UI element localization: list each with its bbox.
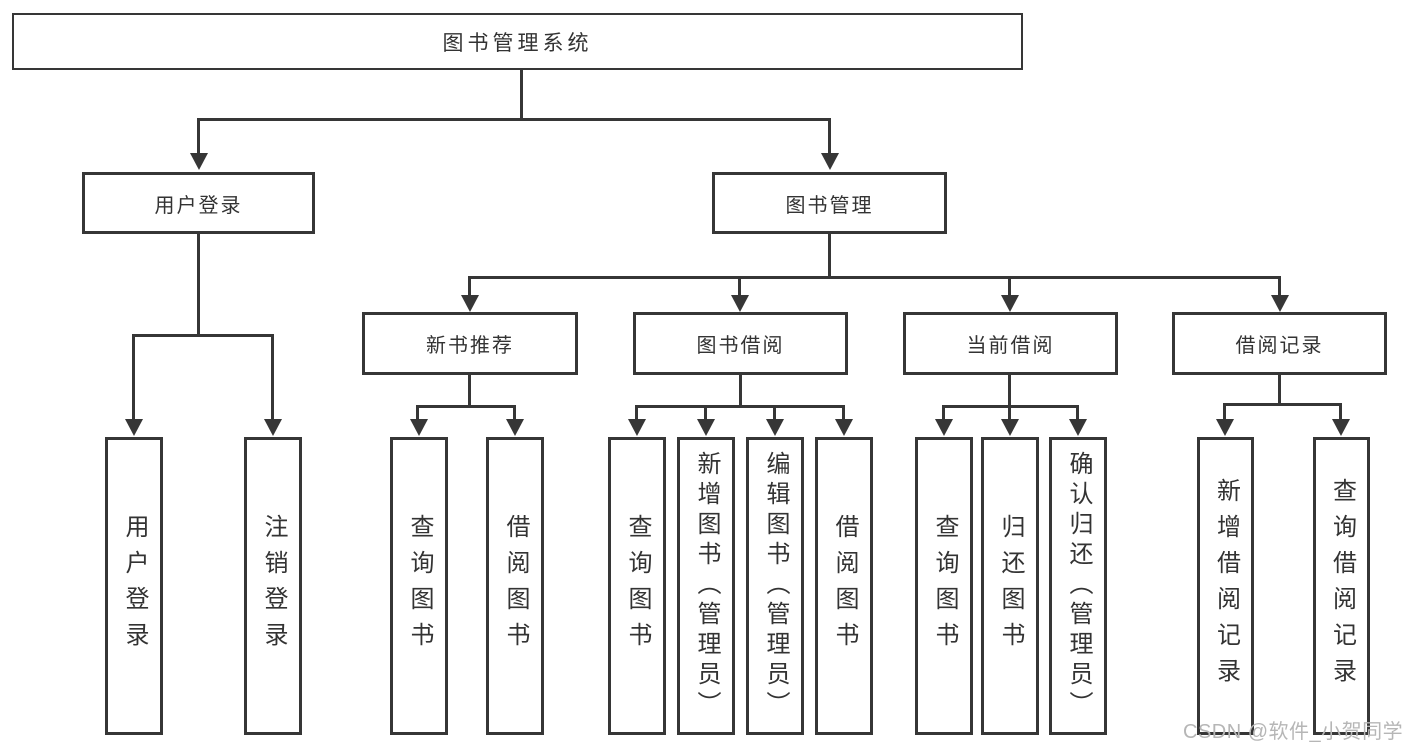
leaf-records-query-record: 查询借阅记录 [1313,437,1370,735]
arrow-down-icon [125,419,143,436]
connector-line [1076,405,1079,421]
node-user-login-label: 用户登录 [154,194,243,217]
connector-line [1278,276,1281,298]
leaf-borrowing-borrow-books-label: 借阅图书 [831,514,858,658]
connector-line [416,405,419,421]
connector-line [773,405,776,421]
connector-line [271,334,274,421]
arrow-down-icon [1069,419,1087,436]
connector-line [739,375,742,407]
connector-line [416,405,516,408]
connector-line [132,334,135,421]
connector-line [513,405,516,421]
node-borrowing-records-label: 借阅记录 [1235,335,1324,357]
node-new-book-recommendation-label: 新书推荐 [426,335,514,357]
leaf-borrowing-query-books-label: 查询图书 [624,514,651,658]
leaf-recommend-borrow-books-label: 借阅图书 [502,514,529,658]
leaf-borrowing-borrow-books: 借阅图书 [815,437,873,735]
connector-line [842,405,845,421]
leaf-records-query-record-label: 查询借阅记录 [1328,478,1356,694]
node-book-borrowing-label: 图书借阅 [696,335,785,357]
connector-line [1278,375,1281,405]
arrow-down-icon [628,419,646,436]
leaf-borrowing-add-books-admin: 新增图书（管理员） [677,437,735,735]
arrow-down-icon [1216,419,1234,436]
connector-line [704,405,707,421]
leaf-current-return-books-label: 归还图书 [997,514,1024,658]
node-root-label: 图书管理系统 [442,31,593,55]
leaf-borrowing-edit-books-admin-label: 编辑图书（管理员） [762,451,789,721]
connector-line [942,405,945,421]
connector-line [635,405,638,421]
connector-line [828,118,831,155]
arrow-down-icon [461,295,479,312]
arrow-down-icon [731,295,749,312]
leaf-current-return-books: 归还图书 [981,437,1039,735]
connector-line [1008,276,1011,298]
arrow-down-icon [1001,295,1019,312]
leaf-records-add-record-label: 新增借阅记录 [1212,478,1240,694]
leaf-current-query-books-label: 查询图书 [931,514,958,658]
arrow-down-icon [1271,295,1289,312]
connector-line [197,118,831,121]
node-current-borrowing-label: 当前借阅 [966,335,1055,357]
arrow-down-icon [1001,419,1019,436]
connector-line [468,276,1281,279]
leaf-recommend-borrow-books: 借阅图书 [486,437,544,735]
connector-line [1223,403,1226,421]
leaf-user-login-label: 用户登录 [121,514,148,658]
connector-line [1223,403,1342,406]
arrow-down-icon [410,419,428,436]
leaf-logout-label: 注销登录 [260,514,287,658]
leaf-current-query-books: 查询图书 [915,437,973,735]
leaf-records-add-record: 新增借阅记录 [1197,437,1254,735]
node-user-login: 用户登录 [82,172,315,234]
node-book-management: 图书管理 [712,172,947,234]
arrow-down-icon [264,419,282,436]
leaf-user-login: 用户登录 [105,437,163,735]
arrow-down-icon [697,419,715,436]
leaf-borrowing-edit-books-admin: 编辑图书（管理员） [746,437,804,735]
node-new-book-recommendation: 新书推荐 [362,312,578,375]
watermark-text: CSDN @软件_小贺同学 [1183,721,1404,743]
connector-line [738,276,741,298]
connector-line [1008,405,1011,421]
connector-line [1339,403,1342,421]
node-book-management-label: 图书管理 [785,194,874,217]
connector-line [828,234,831,278]
arrow-down-icon [935,419,953,436]
leaf-borrowing-query-books: 查询图书 [608,437,666,735]
connector-line [468,276,471,298]
leaf-recommend-query-books-label: 查询图书 [406,514,433,658]
connector-line [1008,375,1011,407]
connector-line [635,405,845,408]
leaf-current-confirm-return-admin-label: 确认归还（管理员） [1065,451,1092,721]
node-borrowing-records: 借阅记录 [1172,312,1387,375]
leaf-recommend-query-books: 查询图书 [390,437,448,735]
connector-line [132,334,274,337]
arrow-down-icon [190,153,208,170]
arrow-down-icon [821,153,839,170]
arrow-down-icon [1332,419,1350,436]
arrow-down-icon [835,419,853,436]
node-current-borrowing: 当前借阅 [903,312,1118,375]
leaf-borrowing-add-books-admin-label: 新增图书（管理员） [693,451,720,721]
node-root: 图书管理系统 [12,13,1023,70]
connector-line [468,375,471,407]
arrow-down-icon [766,419,784,436]
connector-line [520,70,523,120]
connector-line [197,234,200,336]
node-book-borrowing: 图书借阅 [633,312,848,375]
leaf-current-confirm-return-admin: 确认归还（管理员） [1049,437,1107,735]
connector-line [197,118,200,155]
arrow-down-icon [506,419,524,436]
leaf-logout: 注销登录 [244,437,302,735]
